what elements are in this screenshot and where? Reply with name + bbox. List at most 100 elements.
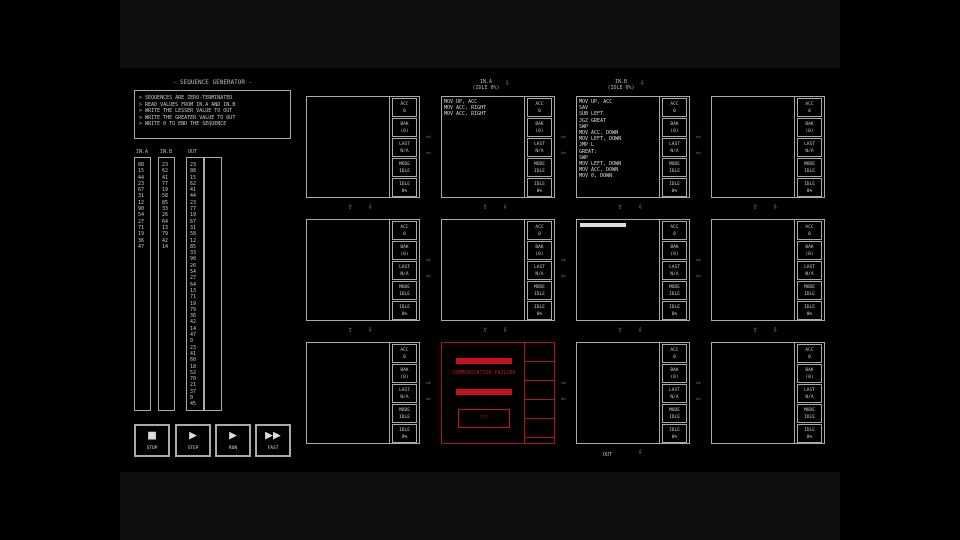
failure-bar [456,389,512,395]
stream-value: 88 [190,168,197,175]
arrow-left-icon: ⇦ [426,271,431,280]
stat-value: (0) [400,252,409,257]
arrow-right-icon: ⇨ [696,255,701,264]
input-label: IN.B [614,79,628,85]
arrow-right-icon: ⇨ [426,132,431,141]
stat-label: ACC [535,102,544,107]
arrow-left-icon: ⇦ [696,148,701,157]
stop-button[interactable]: ■STOP [134,424,170,457]
arrow-down-icon: ⇩ [503,325,508,334]
stream-label: OUT [188,149,198,155]
stream-value: 26 [162,212,169,219]
arrow-right-icon: ⇨ [426,378,431,387]
stat-label: MODE [399,162,410,167]
stream-value: 37 [190,388,197,395]
stream-value: 90 [190,256,197,263]
stream-value: 90 [138,206,145,213]
stream-value: 13 [190,287,197,294]
stream-value: 79 [162,231,169,238]
stream-value: 41 [162,174,169,181]
stat-value: (0) [805,129,814,134]
compute-node[interactable]: MOV UP, ACC MOV ACC, RIGHT MOV ACC, RIGH… [441,96,555,198]
stat-label: BAK [805,122,814,127]
stat-value: (0) [805,252,814,257]
stream-value: 19 [162,187,169,194]
stream-value: 77 [162,180,169,187]
arrow-right-icon: ⇨ [426,255,431,264]
description-line: > WRITE THE GREATER VALUE TO OUT [139,114,236,121]
stat-idle: IDLE 0% [797,178,822,197]
arrow-up-icon: ⇧ [753,325,758,334]
stat-label: BAK [400,122,409,127]
stat-label: IDLE [804,182,815,187]
node-code[interactable]: MOV UP, ACC MOV ACC, RIGHT MOV ACC, RIGH… [444,99,487,118]
failed-node: COMMUNICATION FAILURE ??? [441,342,555,444]
stat-value: (0) [400,129,409,134]
stat-label: LAST [804,142,815,147]
stat-value: 0 [403,109,406,114]
node-code[interactable]: MOV UP, ACC SAV SUB LEFT JGZ GREAT SWP M… [579,99,622,180]
stat-value: IDLE [669,169,680,174]
stat-mode: MODE IDLE [392,158,417,177]
step-button[interactable]: ▶STEP [175,424,211,457]
run-button[interactable]: ▶RUN [215,424,251,457]
stat-value: IDLE [399,415,410,420]
arrow-down-icon: ⇩ [368,202,373,211]
stat-bak: BAK (0) [392,118,417,137]
arrow-up-icon: ⇧ [618,202,623,211]
stat-value: IDLE [399,169,410,174]
letterbox-bottom [120,472,840,540]
stat-value: 0% [536,312,543,317]
compute-node[interactable]: MOV UP, ACC SAV SUB LEFT JGZ GREAT SWP M… [576,96,690,198]
stat-value: 0% [401,312,408,317]
empty-cell [525,362,554,381]
arrow-up-icon: ⇧ [483,325,488,334]
stream-value: 12 [190,237,197,244]
stat-value: IDLE [669,292,680,297]
stat-label: ACC [670,102,679,107]
failure-message: COMMUNICATION FAILURE [452,370,516,376]
stat-value: 0 [808,109,811,114]
stream-value: 23 [138,180,145,187]
stat-label: LAST [804,388,815,393]
node-side-panel [524,343,554,443]
fast-button[interactable]: ▶▶FAST [255,424,291,457]
stream-value: 62 [190,180,197,187]
stat-value: N/A [670,272,679,277]
input-label: IN.A [479,79,493,85]
stat-label: MODE [534,162,545,167]
stream-value: 58 [190,231,197,238]
stat-value: 0 [673,232,676,237]
stat-bak: BAK (0) [797,118,822,137]
stat-label: BAK [400,245,409,250]
stream-value: 71 [190,294,197,301]
stat-value: N/A [670,395,679,400]
stat-value: 0% [806,189,813,194]
arrow-down-icon: ⇩ [638,447,643,456]
stat-value: (0) [670,129,679,134]
